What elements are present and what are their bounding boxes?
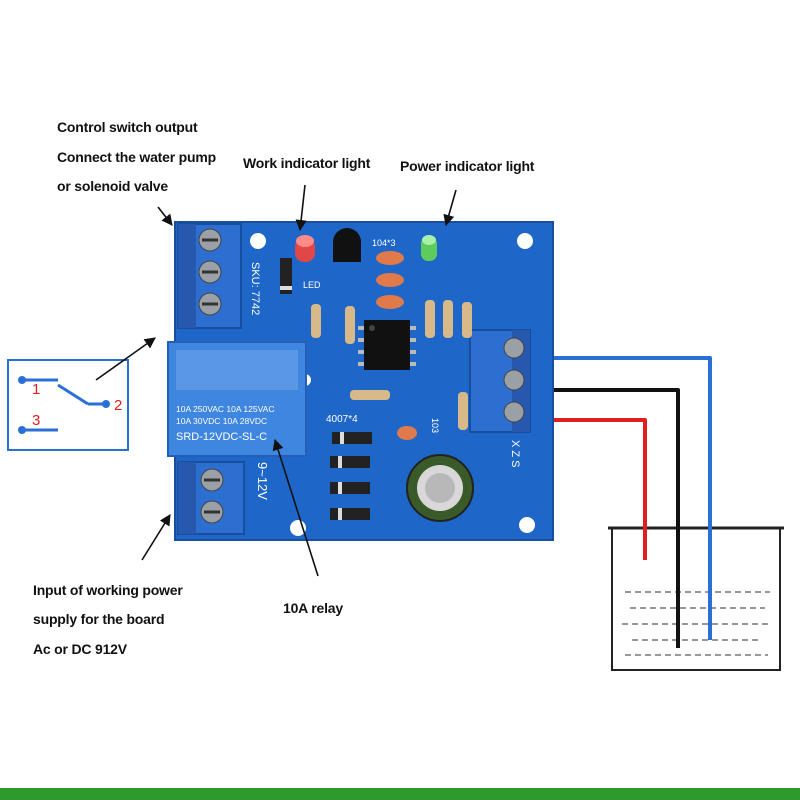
wire-red — [525, 418, 647, 560]
wire-black — [525, 388, 680, 648]
rectifier-diodes — [330, 432, 372, 520]
bottom-bar — [0, 788, 800, 800]
wire-blue — [525, 356, 712, 640]
diode — [280, 258, 292, 294]
relay-label: 10A relay — [283, 600, 343, 616]
water-container — [608, 526, 784, 671]
output-terminal-block — [177, 223, 242, 329]
control-output-label-line3: or solenoid valve — [57, 178, 168, 194]
relay-component: 10A 250VAC 10A 125VAC 10A 30VDC 10A 28VD… — [167, 341, 307, 457]
power-terminal-block — [177, 461, 245, 535]
switch-pin-1: 1 — [32, 381, 40, 398]
diode-array-label: 4007*4 — [326, 414, 358, 425]
led-silkscreen: LED — [303, 280, 321, 290]
control-output-label-line1: Control switch output — [57, 119, 198, 135]
power-indicator-label: Power indicator light — [400, 158, 535, 174]
power-input-label-line3: Ac or DC 912V — [33, 641, 127, 657]
work-led — [295, 235, 315, 262]
switch-pin-2: 2 — [114, 397, 122, 414]
pointer-arrows — [95, 184, 457, 577]
switch-pin-3: 3 — [32, 412, 40, 429]
power-input-label-line1: Input of working power — [33, 582, 183, 598]
switch-symbol: 1 2 3 — [7, 359, 129, 451]
probe-wires — [525, 356, 712, 648]
relay-rating-line2: 10A 30VDC 10A 28VDC — [176, 416, 267, 426]
relay-rating-line1: 10A 250VAC 10A 125VAC — [176, 404, 274, 414]
electrolytic-capacitor — [406, 454, 474, 522]
potentiometer — [397, 426, 417, 440]
ic-chip — [358, 320, 416, 370]
pcb-board: SKU: 7742 9~12V X Z S 10A 250VAC 10A 125… — [167, 221, 554, 541]
probe-pin-label: X Z S — [509, 440, 521, 468]
probe-terminal-block — [469, 329, 531, 433]
capacitor-label: 104*3 — [372, 238, 396, 248]
relay-model-label: SRD-12VDC-SL-C — [176, 431, 267, 443]
voltage-label: 9~12V — [255, 462, 270, 500]
capacitor — [376, 273, 404, 287]
power-led — [421, 235, 437, 261]
work-indicator-label: Work indicator light — [243, 155, 371, 171]
capacitor — [376, 295, 404, 309]
control-output-label-line2: Connect the water pump — [57, 149, 216, 165]
resistors — [311, 300, 472, 430]
sku-label: SKU: 7742 — [249, 262, 261, 315]
transistor — [333, 228, 361, 262]
power-input-label-line2: supply for the board — [33, 611, 165, 627]
pot-label: 103 — [430, 418, 440, 433]
capacitor — [376, 251, 404, 265]
